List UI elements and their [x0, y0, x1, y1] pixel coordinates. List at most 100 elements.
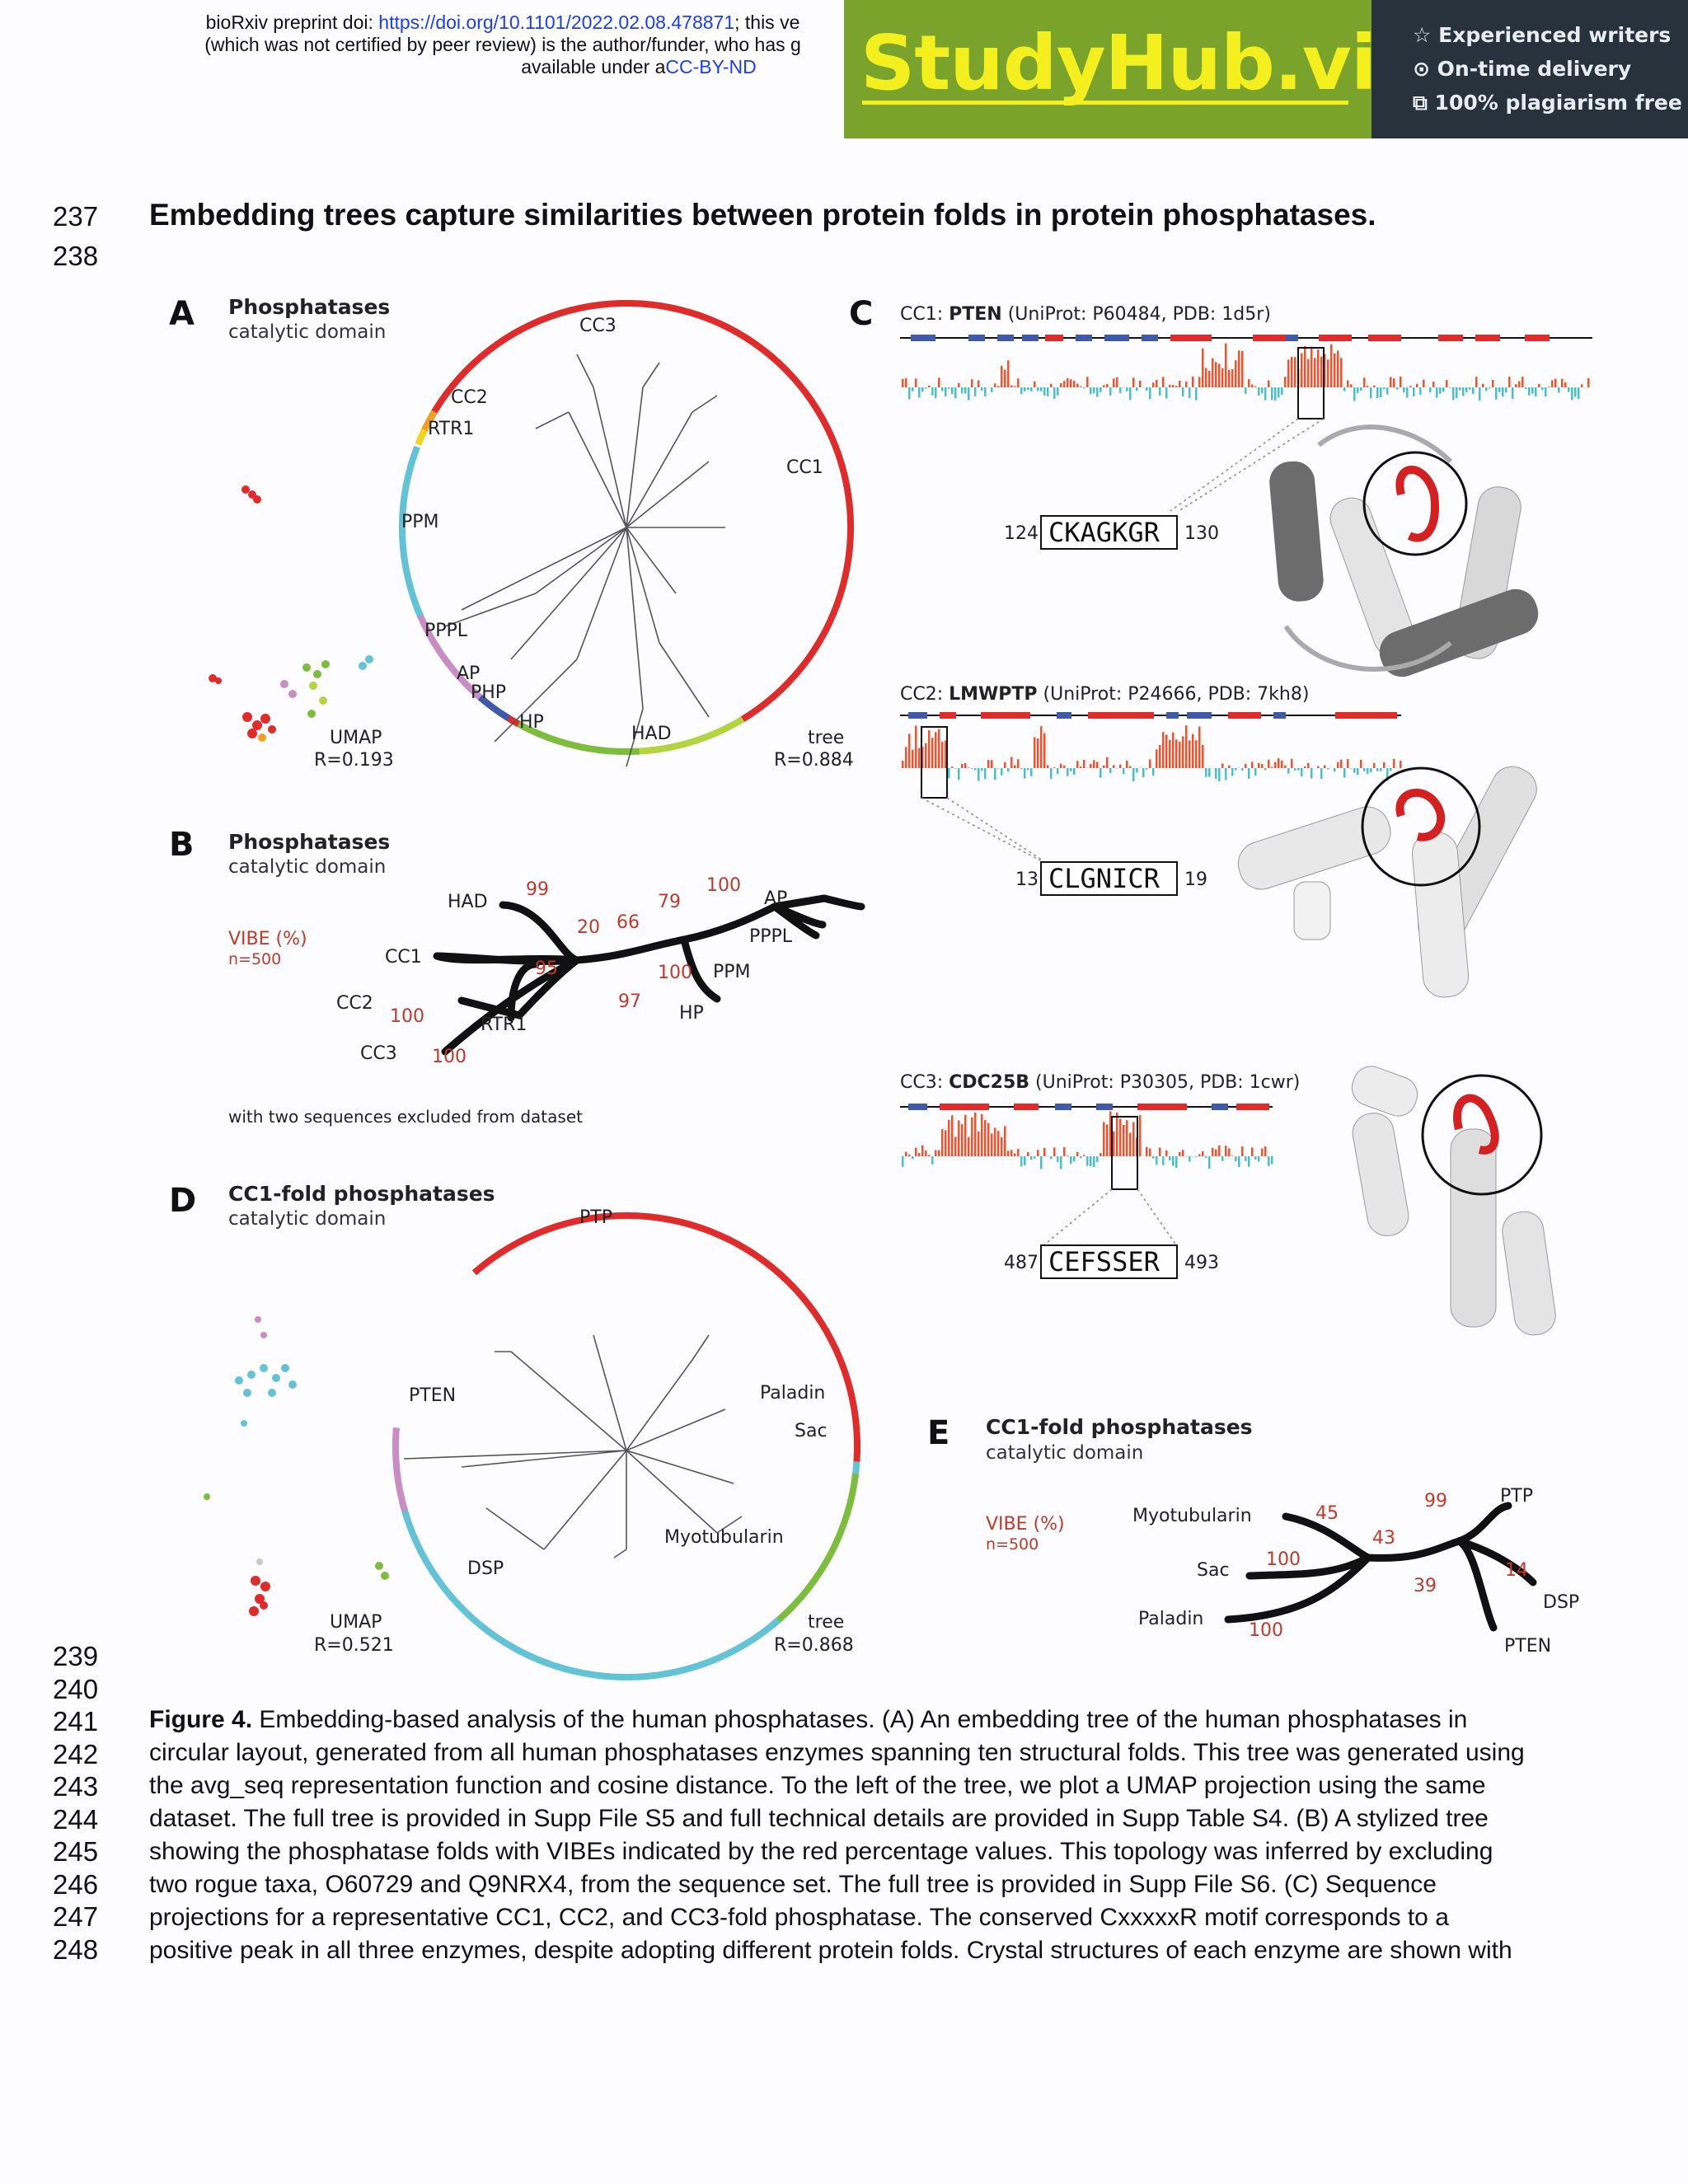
projection-bar	[984, 1119, 987, 1156]
projection-bar	[1004, 762, 1006, 768]
projection-bar	[1264, 387, 1267, 401]
ring-tick	[837, 584, 846, 598]
ring-tick	[485, 1628, 499, 1640]
ring-tick	[698, 1224, 711, 1235]
ring-tick	[448, 665, 462, 678]
ring-tick	[607, 1212, 618, 1220]
projection-bar	[1254, 768, 1257, 776]
secondary-structure-element	[1438, 335, 1463, 341]
projection-bar	[1337, 762, 1339, 768]
vibe-value: 100	[1249, 1620, 1283, 1641]
studyhub-banner[interactable]: StudyHub.vip ☆ Experienced writers ⊙ On-…	[844, 0, 1688, 138]
section-title: Embedding trees capture similarities bet…	[149, 198, 1376, 232]
panel-d-umap-scatter	[204, 1316, 389, 1616]
ring-tick	[429, 1568, 440, 1581]
label-ap: AP	[457, 663, 480, 684]
projection-bar	[935, 1150, 937, 1156]
projection-bar	[941, 1128, 944, 1156]
projection-bar	[958, 382, 960, 387]
projection-bar	[1182, 736, 1184, 768]
line-number: 239	[53, 1641, 99, 1671]
ring-tick	[753, 1253, 767, 1265]
cc3-motif-box	[1111, 1116, 1138, 1190]
projection-bar	[997, 1131, 1000, 1156]
projection-bar	[1317, 349, 1320, 387]
ring-tick	[832, 1532, 843, 1546]
projection-bar	[1373, 762, 1376, 768]
secondary-structure-element	[1273, 712, 1286, 719]
header-line-1: bioRxiv preprint doi: https://doi.org/10…	[205, 12, 800, 33]
ring-tick	[454, 1601, 467, 1614]
projection-bar	[945, 740, 947, 768]
projection-bar	[1231, 1155, 1234, 1156]
projection-bar	[1261, 764, 1264, 768]
label-cc1: CC1	[786, 457, 823, 478]
panel-a-tree-r: R=0.884	[774, 750, 854, 771]
label-hp: HP	[519, 712, 544, 733]
projection-bar	[1353, 387, 1356, 401]
projection-bar	[1357, 768, 1359, 776]
ring-tick	[550, 309, 563, 320]
ring-tick	[392, 1438, 400, 1450]
projection-bar	[1340, 358, 1343, 387]
projection-bar	[974, 1112, 977, 1156]
ring-tick	[853, 1431, 861, 1442]
projection-bar	[1581, 384, 1583, 387]
projection-bar	[1119, 387, 1122, 394]
ring-tick	[462, 680, 476, 693]
projection-bar	[945, 387, 947, 397]
projection-bar	[1439, 387, 1442, 394]
ring-tick	[627, 1212, 639, 1220]
ring-tick	[837, 1358, 847, 1371]
projection-bar	[1294, 357, 1296, 387]
line-number: 244	[53, 1804, 99, 1835]
ring-tick	[665, 743, 678, 752]
panel-e-subtitle: catalytic domain	[986, 1442, 1143, 1464]
ring-tick	[469, 1615, 482, 1628]
projection-bar	[1001, 365, 1003, 387]
projection-bar	[1093, 1156, 1095, 1168]
projection-bar	[1149, 1148, 1151, 1156]
ring-tick	[718, 320, 731, 331]
ring-tick	[846, 525, 855, 537]
panel-a-subtitle: catalytic domain	[228, 321, 386, 343]
ring-tick	[426, 410, 438, 423]
ring-tick	[471, 354, 484, 367]
projection-bar	[1027, 768, 1029, 771]
secondary-structure-element	[997, 335, 1014, 341]
projection-bar	[1449, 387, 1451, 388]
feature-experienced-writers: ☆ Experienced writers	[1413, 23, 1672, 47]
doi-link[interactable]: https://doi.org/10.1101/2022.02.08.47887…	[378, 12, 735, 33]
ring-tick	[447, 1593, 460, 1606]
projection-bar	[1271, 1156, 1273, 1165]
license-link[interactable]: CC-BY-ND	[665, 56, 757, 77]
ring-tick	[818, 1320, 830, 1334]
ring-tick	[463, 360, 476, 373]
projection-bar	[964, 1114, 967, 1156]
vibe-value: 45	[1315, 1503, 1339, 1524]
projection-bar	[1090, 387, 1092, 395]
projection-bar	[905, 1151, 907, 1156]
ring-tick	[799, 1586, 811, 1599]
ring-tick	[844, 1378, 854, 1391]
secondary-structure-element	[1137, 1104, 1187, 1110]
projection-bar	[1096, 1156, 1099, 1162]
projection-bar	[1073, 1156, 1076, 1162]
cc1-crystal-structure	[1269, 424, 1539, 677]
projection-bar	[994, 383, 996, 387]
ring-tick	[555, 1220, 567, 1230]
projection-bar	[1248, 768, 1250, 780]
projection-bar	[1090, 1156, 1092, 1167]
projection-bar	[921, 387, 924, 392]
ring-tick	[434, 1577, 447, 1590]
ring-tick	[756, 700, 769, 712]
caption-line: Figure 4. Embedding-based analysis of th…	[149, 1706, 1468, 1733]
projection-bar	[1228, 765, 1231, 768]
projection-bar	[1353, 768, 1356, 773]
projection-bar	[1400, 761, 1402, 768]
projection-bar	[1136, 387, 1138, 391]
feature-on-time-delivery: ⊙ On-time delivery	[1413, 57, 1632, 81]
projection-bar	[1568, 387, 1570, 392]
projection-bar	[1142, 768, 1145, 777]
projection-bar	[1076, 761, 1079, 768]
